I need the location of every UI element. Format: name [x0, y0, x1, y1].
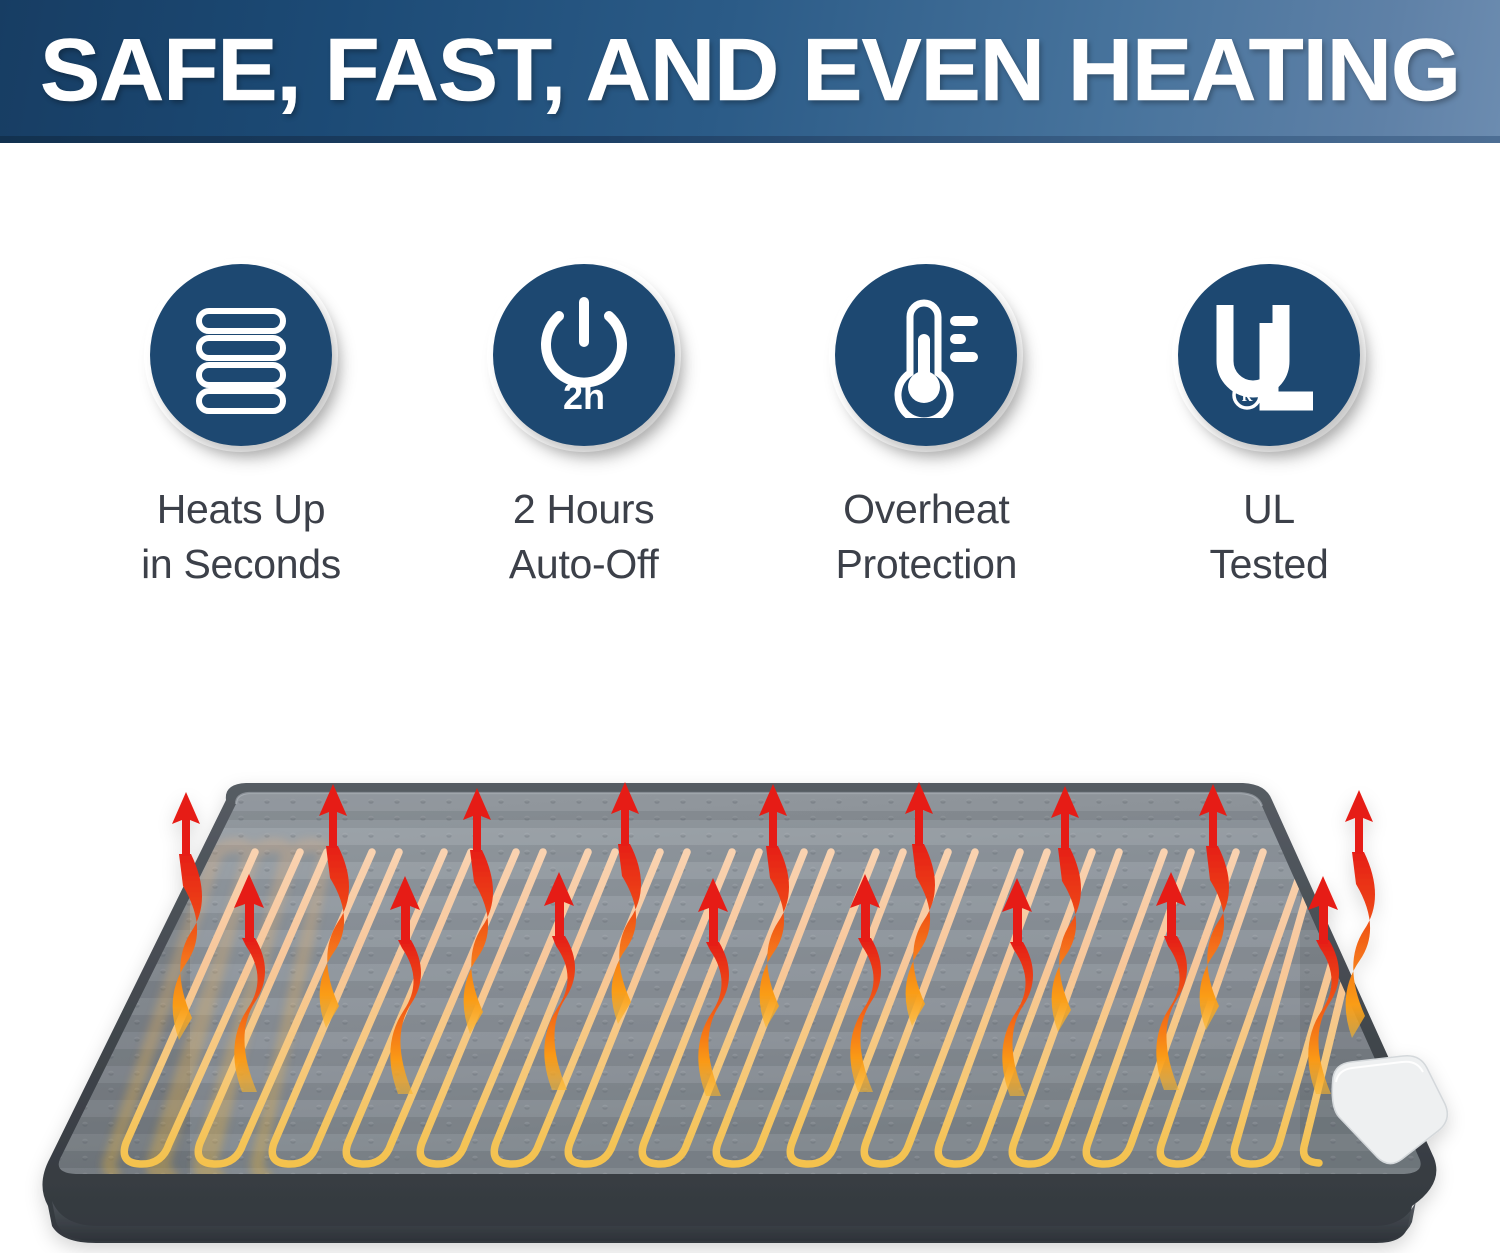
heat-arrow: [390, 876, 421, 1094]
heat-arrow: [234, 874, 265, 1092]
stacked-layers-icon: [150, 264, 332, 446]
heat-arrow: [850, 874, 881, 1092]
heat-arrow: [1051, 786, 1081, 1032]
power-timer-label: 2h: [563, 376, 605, 417]
heat-arrow: [1199, 784, 1229, 1030]
icon-badge-wrap: R: [1172, 258, 1366, 452]
feature-label: Overheat Protection: [835, 486, 1018, 587]
feature-ul-tested: R UL Tested: [1098, 258, 1440, 591]
pad-body: [42, 782, 1449, 1243]
pad-front-thickness: [52, 1201, 1416, 1241]
heat-arrow: [463, 788, 493, 1034]
feature-list: Heats Up in Seconds 2h 2 Hours Auto-Off: [70, 258, 1440, 598]
heat-arrow: [1002, 878, 1033, 1096]
heat-arrows-front-row: [234, 872, 1339, 1096]
icon-badge-wrap: 2h: [487, 258, 681, 452]
page-title: SAFE, FAST, AND EVEN HEATING: [40, 19, 1462, 119]
heat-arrow: [544, 872, 575, 1090]
heat-arrow: [172, 792, 202, 1040]
heat-arrow: [905, 782, 935, 1026]
feature-label: Heats Up in Seconds: [141, 486, 341, 587]
power-timer-icon: 2h: [492, 264, 675, 446]
feature-label: UL Tested: [1209, 486, 1329, 587]
header-banner: SAFE, FAST, AND EVEN HEATING: [0, 0, 1500, 143]
feature-auto-off: 2h 2 Hours Auto-Off: [413, 258, 755, 591]
heat-arrow: [611, 782, 641, 1024]
registered-mark-label: R: [1242, 389, 1253, 405]
heat-arrow: [1345, 790, 1375, 1038]
icon-badge-wrap: [829, 258, 1023, 452]
thermometer-icon: [835, 264, 1018, 446]
icon-badge-wrap: [144, 258, 338, 452]
feature-label: 2 Hours Auto-Off: [508, 486, 659, 587]
feature-heats-up: Heats Up in Seconds: [70, 258, 412, 591]
heating-wire-serpentine: [102, 837, 1376, 1174]
product-image-heating-pad: [0, 760, 1500, 1253]
heat-arrow: [319, 784, 349, 1028]
feature-overheat-protection: Overheat Protection: [755, 258, 1097, 591]
heat-arrow: [1308, 876, 1339, 1094]
controller-tag: [1331, 1054, 1449, 1165]
heat-arrow: [1156, 872, 1187, 1090]
heat-arrows-back-row: [172, 782, 1375, 1040]
heat-arrow: [698, 878, 729, 1096]
ul-mark-icon: R: [1177, 264, 1360, 446]
heat-arrow: [759, 784, 789, 1028]
